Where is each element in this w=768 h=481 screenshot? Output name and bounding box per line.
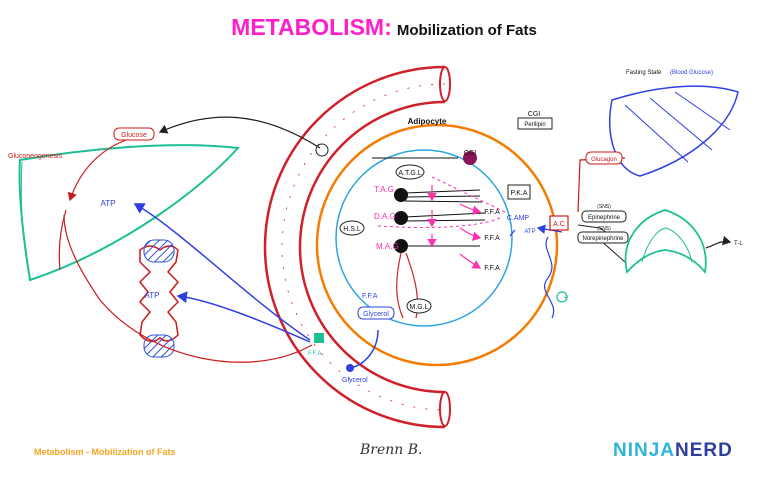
- title-sub: Mobilization of Fats: [396, 22, 537, 39]
- label-camp: C.AMP: [507, 215, 530, 222]
- label-cgi-top: CGI: [528, 111, 541, 118]
- page-title: METABOLISM: Mobilization of Fats: [0, 14, 768, 41]
- label-cgi: CGI: [464, 150, 477, 157]
- glycerol-to-liver-pathway: [58, 116, 379, 369]
- label-perilipin: Perilipin: [524, 122, 545, 128]
- adipocyte: [315, 123, 559, 367]
- label-sns-1: (SNS): [597, 204, 611, 210]
- logo-part-2: NERD: [675, 440, 733, 461]
- label-blood-glucose: (Blood Glucose): [670, 70, 713, 76]
- label-mag: M.A.G: [376, 242, 399, 251]
- label-atp-liver: ATP: [101, 199, 116, 208]
- label-glycerol-in: Glycerol: [363, 311, 389, 318]
- label-hsl: H.S.L: [343, 226, 361, 233]
- label-glycerol-out: Glycerol: [342, 377, 368, 384]
- label-ac: A.C: [553, 221, 565, 228]
- label-sns-2: (SNS): [597, 226, 611, 232]
- label-glucagon: Glucagon: [591, 157, 617, 163]
- label-atp-ac: ATP: [524, 229, 535, 235]
- label-dag: D.A.G: [374, 212, 396, 221]
- blood-vessel: [263, 65, 451, 429]
- footer-title: Metabolism - Mobilization of Fats: [34, 447, 176, 457]
- pancreas: [609, 85, 739, 177]
- label-epinephrine: Epinephrine: [588, 215, 621, 221]
- title-main: METABOLISM:: [231, 14, 392, 40]
- hydrolysis-arrows: [427, 185, 482, 269]
- label-tag: T.A.G: [374, 185, 394, 194]
- label-fasting-state: Fasting State: [626, 70, 662, 76]
- label-pka: P.K.A: [511, 190, 528, 197]
- logo-part-1: NINJA: [613, 440, 676, 461]
- label-ffa-3: F.F.A: [484, 265, 500, 272]
- label-mgl: M.G.L: [409, 304, 428, 311]
- label-ffa-4: F.F.A: [362, 293, 378, 300]
- label-atp-muscle: ATP: [145, 291, 160, 300]
- markers: [314, 143, 568, 372]
- label-ffa-out: F.F.A: [308, 351, 321, 357]
- label-norepinephrine: Norepinephrine: [582, 236, 624, 242]
- lipid-chains: [372, 157, 486, 247]
- label-adipocyte: Adipocyte: [408, 117, 447, 126]
- label-glucose: Glucose: [121, 132, 147, 139]
- label-ffa-1: F.F.A: [484, 209, 500, 216]
- label-plus: +: [564, 293, 569, 302]
- ninja-nerd-logo: NINJANERD: [613, 440, 733, 462]
- label-tl: T-L: [734, 241, 743, 247]
- liver: [18, 144, 241, 282]
- label-gluconeogenesis: Gluconeogenesis: [8, 153, 63, 160]
- label-ffa-2: F.F.A: [484, 235, 500, 242]
- adrenal-gland: [624, 209, 732, 275]
- text-labels: Glucose Gluconeogenesis ATP ATP Adipocyt…: [8, 70, 743, 384]
- label-atgl: A.T.G.L: [398, 170, 421, 177]
- signature: Brenn B.: [360, 442, 423, 458]
